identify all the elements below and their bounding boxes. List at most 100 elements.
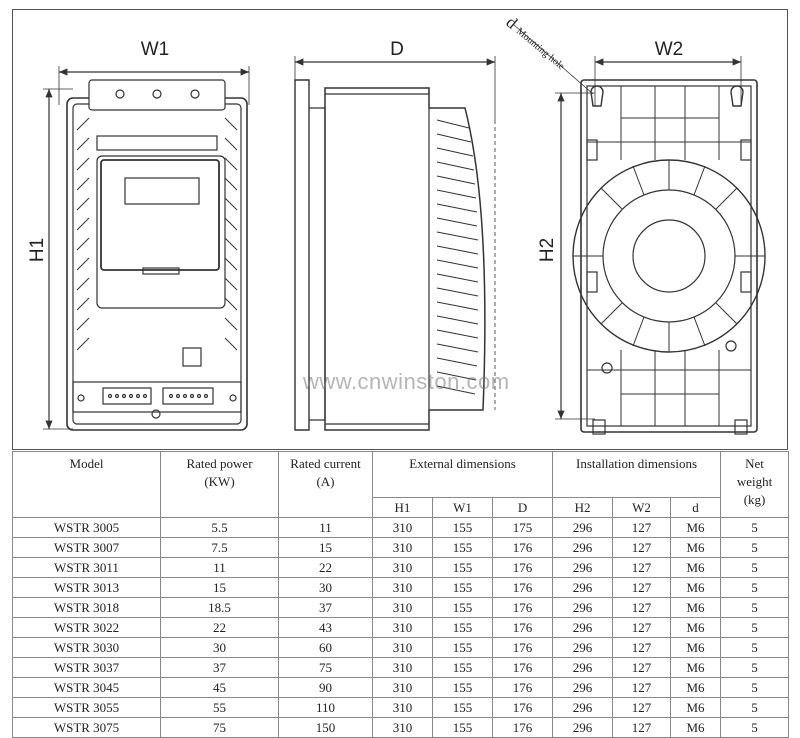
cell-rated-power: 37 bbox=[160, 657, 279, 678]
cell-net-weight: 5 bbox=[720, 537, 790, 558]
cell-d: 176 bbox=[491, 597, 554, 618]
cell-h1: 310 bbox=[372, 697, 433, 718]
cell-w1: 155 bbox=[432, 657, 493, 678]
cell-net-weight: 5 bbox=[720, 637, 790, 658]
w2-label: W2 bbox=[655, 39, 684, 60]
cell-net-weight: 5 bbox=[720, 657, 790, 678]
cell-h2: 296 bbox=[552, 637, 614, 658]
cell-h2: 296 bbox=[552, 617, 614, 638]
drawing-svg: W1 D W2 H1 H2 d Mounting hole bbox=[27, 13, 766, 435]
cell-hole-d: M6 bbox=[670, 657, 722, 678]
header-rated-current-line1: Rated current bbox=[290, 456, 361, 471]
mounting-hole-right bbox=[730, 85, 744, 107]
cell-model: WSTR 3011 bbox=[12, 557, 161, 578]
watermark-text: www.cnwinston.com bbox=[303, 369, 510, 394]
mounting-hole-leader bbox=[512, 23, 594, 95]
cell-h2: 296 bbox=[552, 677, 614, 698]
back-view bbox=[512, 23, 766, 435]
cell-rated-power: 18.5 bbox=[160, 597, 279, 618]
cell-h1: 310 bbox=[372, 557, 433, 578]
dimension-drawing: W1 D W2 H1 H2 d Mounting hole www.cnwins… bbox=[12, 9, 788, 450]
subheader-h1: H1 bbox=[372, 497, 433, 518]
cell-rated-current: 30 bbox=[278, 577, 373, 598]
cell-d: 176 bbox=[491, 577, 554, 598]
cell-w2: 127 bbox=[612, 637, 672, 658]
cell-w2: 127 bbox=[612, 577, 672, 598]
h2-label: H2 bbox=[537, 238, 558, 262]
cell-hole-d: M6 bbox=[670, 637, 722, 658]
cell-h2: 296 bbox=[552, 597, 614, 618]
cell-hole-d: M6 bbox=[670, 577, 722, 598]
cell-h1: 310 bbox=[372, 577, 433, 598]
cell-rated-current: 37 bbox=[278, 597, 373, 618]
cell-h1: 310 bbox=[372, 617, 433, 638]
cell-w2: 127 bbox=[612, 517, 672, 538]
cell-w2: 127 bbox=[612, 617, 672, 638]
cell-model: WSTR 3018 bbox=[12, 597, 161, 618]
cell-model: WSTR 3045 bbox=[12, 677, 161, 698]
cell-model: WSTR 3037 bbox=[12, 657, 161, 678]
cell-w1: 155 bbox=[432, 677, 493, 698]
cell-rated-current: 60 bbox=[278, 637, 373, 658]
header-net-weight-line1: Net bbox=[745, 456, 764, 471]
cell-rated-power: 7.5 bbox=[160, 537, 279, 558]
cell-w2: 127 bbox=[612, 597, 672, 618]
cell-rated-current: 75 bbox=[278, 657, 373, 678]
cell-net-weight: 5 bbox=[720, 597, 790, 618]
cell-w1: 155 bbox=[432, 517, 493, 538]
d-label: D bbox=[390, 39, 404, 60]
subheader-d: D bbox=[491, 497, 554, 518]
cell-w1: 155 bbox=[432, 577, 493, 598]
cell-d: 176 bbox=[491, 717, 554, 738]
cell-rated-power: 30 bbox=[160, 637, 279, 658]
cell-model: WSTR 3007 bbox=[12, 537, 161, 558]
cell-model: WSTR 3075 bbox=[12, 717, 161, 738]
subheader-w1: W1 bbox=[432, 497, 493, 518]
cell-rated-power: 11 bbox=[160, 557, 279, 578]
cell-w1: 155 bbox=[432, 637, 493, 658]
cell-w1: 155 bbox=[432, 537, 493, 558]
cell-hole-d: M6 bbox=[670, 717, 722, 738]
cell-d: 176 bbox=[491, 557, 554, 578]
cell-d: 176 bbox=[491, 697, 554, 718]
header-rated-power-line1: Rated power bbox=[186, 456, 253, 471]
cell-h2: 296 bbox=[552, 717, 614, 738]
cell-net-weight: 5 bbox=[720, 517, 790, 538]
cell-rated-power: 75 bbox=[160, 717, 279, 738]
cell-w2: 127 bbox=[612, 677, 672, 698]
spec-table: Model Rated power (KW) Rated current (A)… bbox=[12, 451, 790, 738]
cell-rated-current: 11 bbox=[278, 517, 373, 538]
cell-model: WSTR 3030 bbox=[12, 637, 161, 658]
cell-w2: 127 bbox=[612, 657, 672, 678]
cell-rated-current: 22 bbox=[278, 557, 373, 578]
mounting-hole-left bbox=[590, 85, 604, 107]
cell-rated-power: 55 bbox=[160, 697, 279, 718]
cell-h1: 310 bbox=[372, 637, 433, 658]
cell-h2: 296 bbox=[552, 557, 614, 578]
side-view bbox=[294, 56, 496, 431]
header-net-weight-line3: (kg) bbox=[743, 492, 766, 507]
cell-d: 175 bbox=[491, 517, 554, 538]
cell-rated-power: 15 bbox=[160, 577, 279, 598]
cell-model: WSTR 3022 bbox=[12, 617, 161, 638]
header-installation-dimensions: Installation dimensions bbox=[552, 451, 722, 498]
cell-rated-current: 110 bbox=[278, 697, 373, 718]
subheader-hole-d: d bbox=[670, 497, 722, 518]
cell-h2: 296 bbox=[552, 517, 614, 538]
cell-rated-power: 22 bbox=[160, 617, 279, 638]
cell-w1: 155 bbox=[432, 557, 493, 578]
cell-net-weight: 5 bbox=[720, 617, 790, 638]
cell-w1: 155 bbox=[432, 617, 493, 638]
cell-rated-power: 45 bbox=[160, 677, 279, 698]
cell-h2: 296 bbox=[552, 697, 614, 718]
cell-rated-current: 43 bbox=[278, 617, 373, 638]
cell-hole-d: M6 bbox=[670, 677, 722, 698]
cell-rated-current: 15 bbox=[278, 537, 373, 558]
cell-h2: 296 bbox=[552, 577, 614, 598]
